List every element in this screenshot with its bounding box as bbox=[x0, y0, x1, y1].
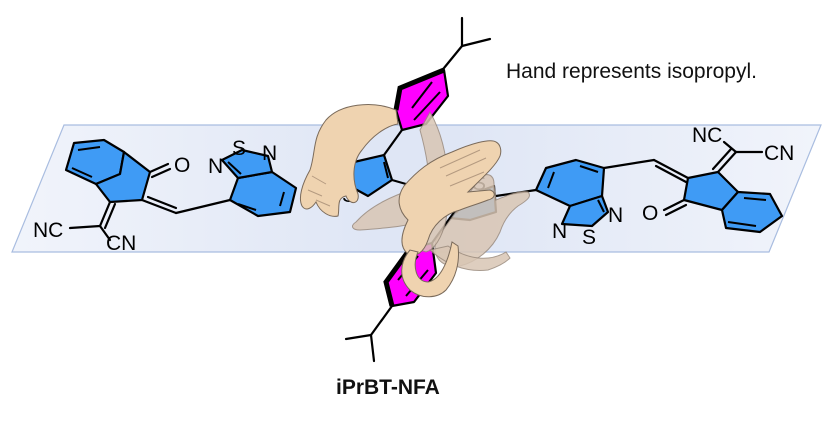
left-end-group bbox=[64, 138, 232, 242]
right-indanone-benzene-ring bbox=[720, 190, 784, 234]
left-btd-s-label: S bbox=[232, 137, 246, 160]
hand-legend-note: Hand represents isopropyl. bbox=[506, 60, 757, 83]
right-btd-n2-label: N bbox=[608, 204, 623, 227]
left-benzothiadiazole bbox=[220, 148, 298, 218]
right-end-group bbox=[652, 140, 784, 234]
front-hand-center-icon bbox=[398, 140, 502, 256]
front-hand-upper-icon bbox=[299, 104, 399, 217]
left-oxygen-label: O bbox=[174, 154, 190, 177]
left-btd-n2-label: N bbox=[262, 142, 277, 165]
left-cn-label: CN bbox=[106, 232, 136, 255]
left-nc-label: NC bbox=[33, 219, 63, 242]
upper-isopropylphenyl bbox=[382, 16, 492, 157]
molecule-caption: iPrBT-NFA bbox=[336, 376, 440, 399]
right-cn-label: CN bbox=[764, 142, 794, 165]
right-btd-s-label: S bbox=[582, 226, 596, 249]
right-oxygen-label: O bbox=[642, 202, 658, 225]
right-btd-n1-label: N bbox=[552, 220, 567, 243]
right-benzothiadiazole bbox=[534, 158, 656, 228]
right-nc-label: NC bbox=[692, 124, 722, 147]
front-hand-lower-icon bbox=[401, 241, 459, 298]
hand-icons bbox=[299, 104, 531, 298]
left-btd-n1-label: N bbox=[208, 155, 223, 178]
